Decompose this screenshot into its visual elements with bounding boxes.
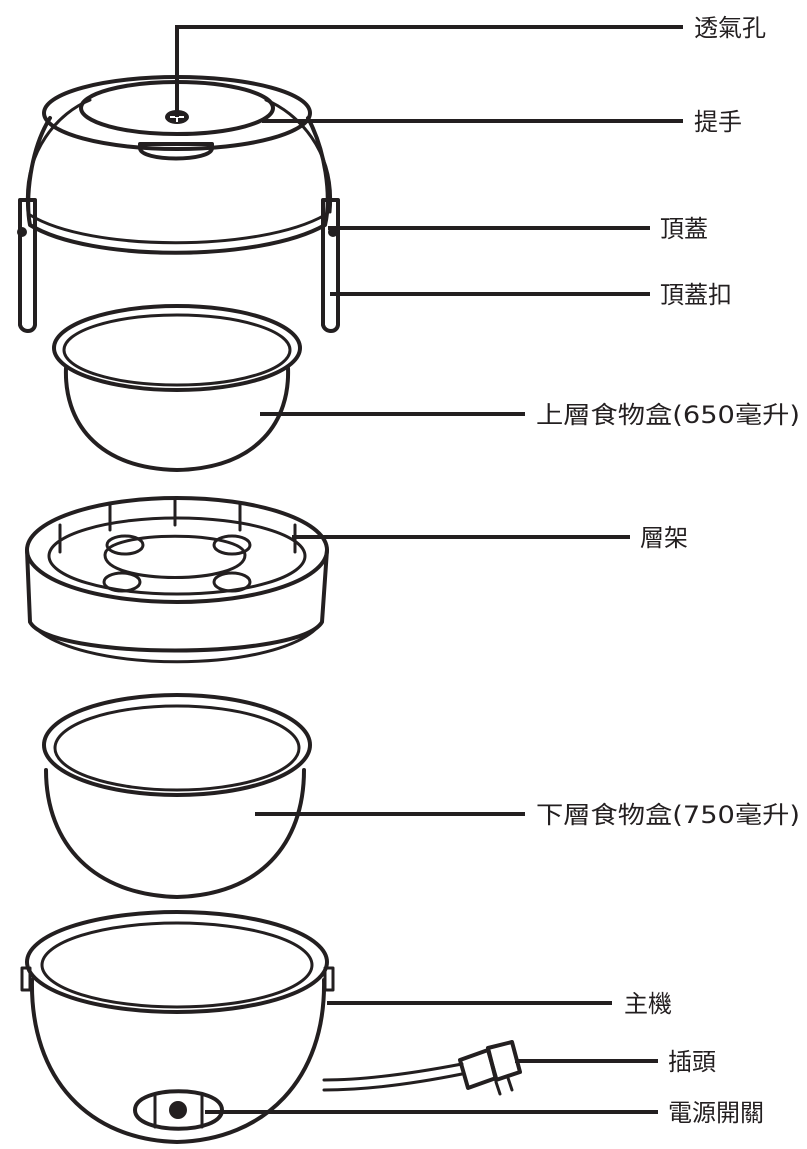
label-vent-hole: 透氣孔 <box>694 14 766 42</box>
label-upper-container: 上層食物盒(650毫升) <box>536 401 800 429</box>
label-lid-clasp: 頂蓋扣 <box>660 281 732 309</box>
label-plug: 插頭 <box>668 1048 716 1076</box>
lower-container-drawing <box>42 693 312 899</box>
main-unit-drawing <box>20 910 464 1144</box>
label-rack: 層架 <box>640 524 688 552</box>
label-handle: 提手 <box>694 108 742 136</box>
upper-container-drawing <box>52 304 302 472</box>
rack-drawing <box>25 496 329 664</box>
label-power-switch: 電源開關 <box>668 1099 764 1127</box>
top-lid-drawing <box>17 75 340 333</box>
label-lower-container: 下層食物盒(750毫升) <box>536 801 800 829</box>
leader-vent-hole <box>175 25 683 117</box>
label-top-lid: 頂蓋 <box>660 215 708 243</box>
label-main-unit: 主機 <box>624 990 672 1018</box>
plug-icon <box>458 1040 522 1096</box>
